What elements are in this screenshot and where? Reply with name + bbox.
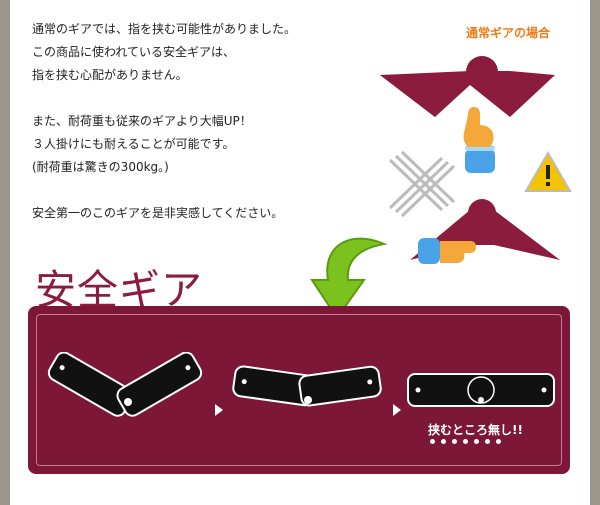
intro-line: 指を挟む心配がありません。 <box>32 68 188 82</box>
dot <box>463 439 468 444</box>
page: 通常のギアでは、指を挟む可能性がありました。 この商品に使われている安全ギアは、… <box>10 0 590 505</box>
gear-stage-closed <box>407 373 555 407</box>
intro-line: (耐荷重は驚きの300kg。) <box>32 160 169 174</box>
normal-gear-illustration <box>380 56 572 264</box>
dot <box>452 439 457 444</box>
normal-gear-top <box>380 56 555 117</box>
caption-dots <box>430 439 501 444</box>
intro-line: ３人掛けにも耐えることが可能です。 <box>32 137 235 151</box>
warning-icon <box>524 151 572 192</box>
panel-border <box>36 314 562 466</box>
down-arrow-icon <box>310 237 388 320</box>
dot <box>430 439 435 444</box>
intro-line: また、耐荷重も従来のギアより大幅UP！ <box>32 114 252 128</box>
intro-text: 通常のギアでは、指を挟む可能性がありました。 この商品に使われている安全ギアは、… <box>32 18 362 225</box>
step-arrow-icon <box>393 404 401 416</box>
intro-line: 通常のギアでは、指を挟む可能性がありました。 <box>32 22 297 36</box>
dot <box>496 439 501 444</box>
gear-stage-open <box>47 352 203 417</box>
pointing-hand-icon <box>463 107 495 173</box>
gear-stage-half <box>232 365 382 407</box>
step-arrow-icon <box>215 404 223 416</box>
normal-gear-label: 通常ギアの場合 <box>466 26 551 40</box>
intro-line: 安全第一のこのギアを是非実感してください。 <box>32 206 284 220</box>
dot <box>441 439 446 444</box>
no-pinch-caption: 挟むところ無し!! <box>428 423 523 437</box>
dot <box>474 439 479 444</box>
intro-line: この商品に使われている安全ギアは、 <box>32 45 236 59</box>
pointing-hand-icon <box>418 238 476 264</box>
x-mark-icon <box>388 150 456 218</box>
dot <box>485 439 490 444</box>
